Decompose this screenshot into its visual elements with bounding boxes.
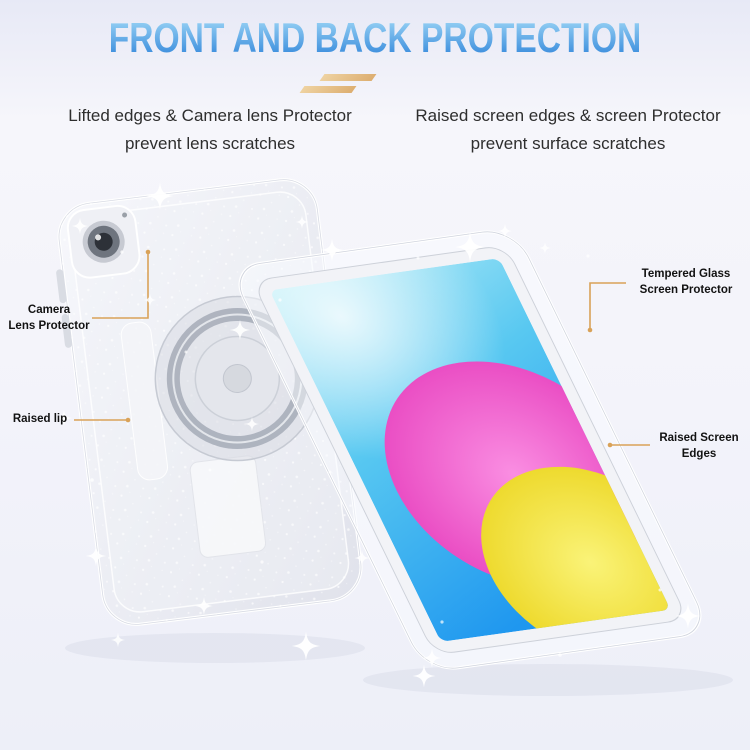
callout-tempered-glass: Tempered Glass Screen Protector	[626, 267, 746, 298]
feature-left-line1: Lifted edges & Camera lens Protector	[68, 106, 352, 125]
leader-line-camera	[92, 252, 149, 319]
feature-right-description: Raised screen edges & screen Protector p…	[398, 102, 738, 158]
sparkle-icon	[539, 242, 551, 254]
callout-raised-lip-line1: Raised lip	[12, 413, 68, 425]
callout-raised-screen-line2: Edges	[681, 447, 717, 460]
stand-flap	[189, 455, 267, 558]
feature-left-line2: prevent lens scratches	[124, 134, 296, 154]
feature-right-line1: Raised screen edges & screen Protector	[415, 106, 721, 125]
callout-camera-line1: Camera	[27, 304, 71, 316]
feature-right-line2: prevent surface scratches	[470, 134, 666, 154]
callout-tempered-glass-line2: Screen Protector	[639, 283, 733, 296]
shadow-front-tablet	[363, 664, 733, 696]
front-tablet-illustration	[238, 230, 702, 670]
leader-line-tempered-glass	[589, 282, 626, 330]
callout-raised-screen-line1: Raised Screen	[659, 432, 739, 444]
callout-lines	[74, 249, 650, 448]
volume-button	[56, 269, 67, 304]
shadow-back-case	[65, 633, 365, 663]
callout-raised-screen-edges: Raised Screen Edges	[650, 431, 748, 462]
feature-left-description: Lifted edges & Camera lens Protector pre…	[40, 102, 380, 158]
volume-button	[61, 314, 72, 348]
callout-camera-line2: Lens Protector	[8, 319, 90, 332]
page-title: FRONT AND BACK PROTECTION	[75, 14, 675, 62]
callout-tempered-glass-line1: Tempered Glass	[641, 268, 731, 280]
callout-camera-lens-protector: Camera Lens Protector	[6, 303, 92, 334]
microphone-dot	[122, 212, 128, 218]
camera-module	[66, 204, 141, 279]
sparkle-icons	[55, 182, 701, 688]
callout-raised-lip: Raised lip	[6, 412, 74, 428]
